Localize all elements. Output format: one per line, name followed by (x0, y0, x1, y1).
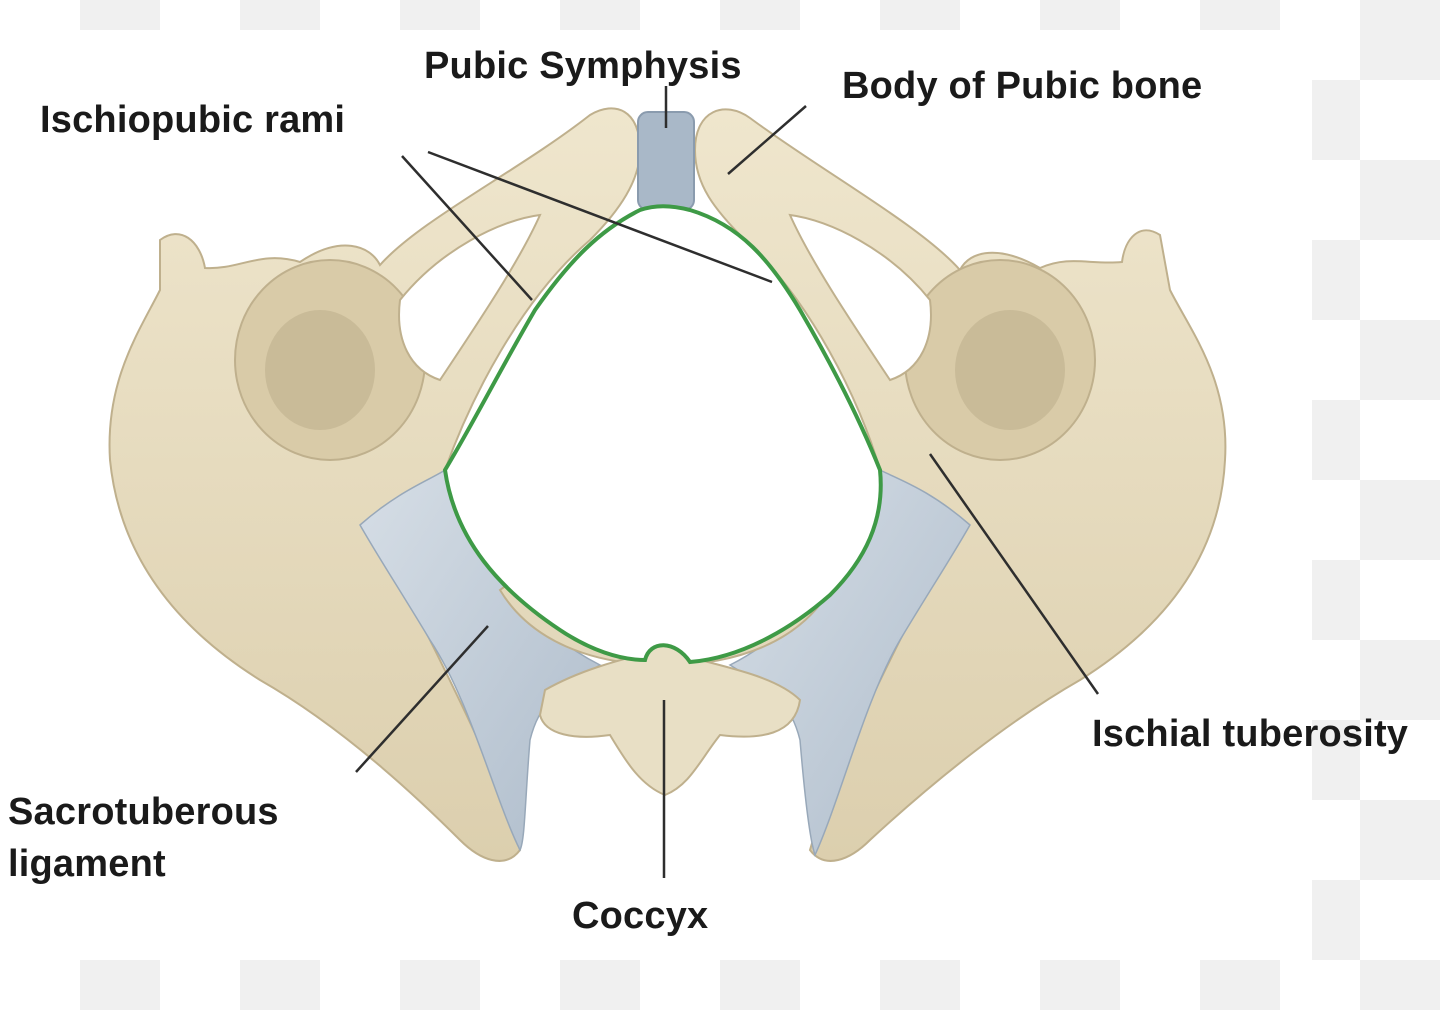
label-ischiopubic-rami: Ischiopubic rami (40, 99, 346, 141)
pelvic-outlet-outline (442, 204, 883, 665)
leader-lines (355, 86, 1100, 878)
label-sacrotuberous-line2: ligament (8, 843, 166, 885)
label-ischial-tuberosity: Ischial tuberosity (1092, 713, 1409, 755)
label-sacrotuberous-line1: Sacrotuberous (8, 791, 279, 833)
label-body-of-pubic-bone: Body of Pubic bone (842, 65, 1203, 107)
right-acetabulum-fossa (955, 310, 1065, 430)
leader-ischiopubic-rami-b (427, 150, 773, 284)
label-pubic-symphysis: Pubic Symphysis (424, 45, 742, 87)
leader-ischial-tuberosity (928, 453, 1100, 695)
left-acetabulum-fossa (265, 310, 375, 430)
leader-sacrotuberous (355, 625, 489, 773)
label-sacrotuberous-ligament: Sacrotuberous ligament (8, 786, 279, 890)
leader-body-pubic-bone (727, 105, 807, 175)
leader-ischiopubic-rami-a (401, 155, 533, 301)
right-obturator-foramen (788, 213, 932, 382)
label-coccyx: Coccyx (572, 895, 709, 937)
